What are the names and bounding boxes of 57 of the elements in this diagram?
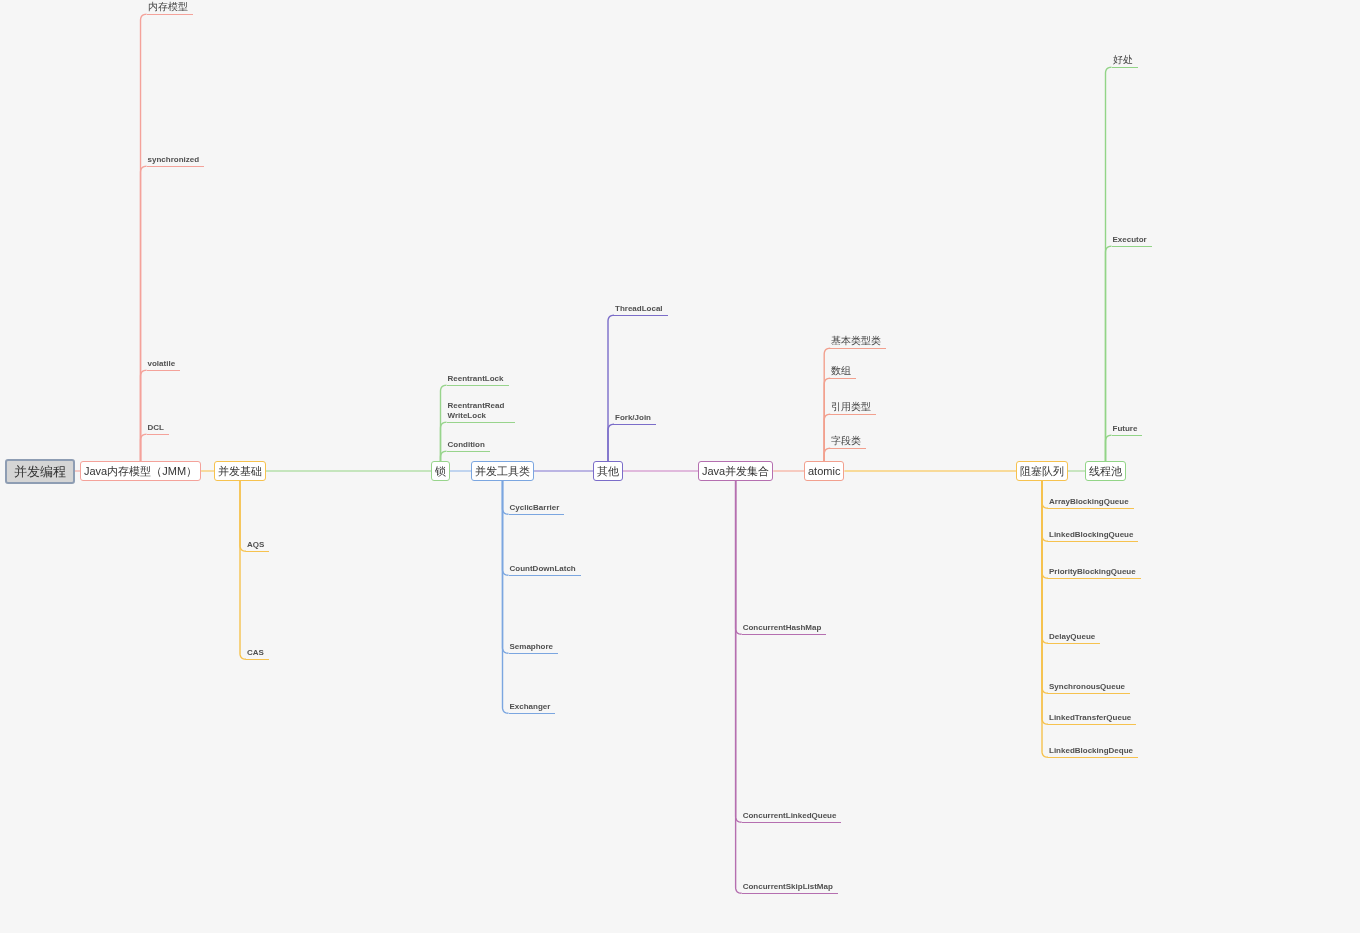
subtopic-label: ReentrantLock (446, 374, 509, 386)
branch-line (200, 470, 215, 472)
branch-line (843, 470, 1017, 472)
subtopic-label: CountDownLatch (508, 564, 581, 576)
subtopic-label: Exchanger (508, 702, 556, 714)
branch-line (1067, 470, 1086, 472)
subtopic-label: synchronized (146, 155, 205, 167)
main-topic-box: 阻塞队列 (1016, 461, 1068, 481)
subtopic-label: 数组 (830, 365, 857, 379)
branch-line (607, 423, 615, 462)
branch-line (533, 470, 594, 472)
main-topic-box: atomic (804, 461, 845, 481)
branch-line (622, 470, 699, 472)
central-topic-box: 并发编程 (5, 459, 75, 484)
branch-line (1104, 434, 1113, 462)
subtopic-label: 引用类型 (830, 401, 877, 415)
subtopic-label: LinkedTransferQueue (1048, 713, 1137, 725)
subtopic-label: CAS (246, 648, 269, 660)
subtopic-label: ConcurrentLinkedQueue (741, 811, 842, 823)
main-topic-box: Java并发集合 (698, 461, 774, 481)
subtopic-label: ConcurrentSkipListMap (741, 882, 838, 894)
subtopic-label: Condition (446, 440, 490, 452)
subtopic-label: 好处 (1111, 54, 1138, 68)
subtopic-label: Semaphore (508, 642, 559, 654)
branch-line (74, 470, 81, 472)
main-topic-box: 并发工具类 (471, 461, 534, 481)
subtopic-label: Executor (1111, 235, 1152, 247)
main-topic-box: Java内存模型（JMM） (80, 461, 202, 481)
branch-line (265, 470, 432, 472)
branch-line (449, 470, 472, 472)
subtopic-label: 基本类型类 (830, 335, 887, 349)
main-topic-box: 并发基础 (214, 461, 266, 481)
subtopic-label: ThreadLocal (614, 304, 668, 316)
subtopic-label: DCL (146, 423, 169, 435)
branch-line (239, 480, 247, 660)
branch-line (734, 480, 743, 894)
branch-line (139, 433, 148, 462)
subtopic-label: ArrayBlockingQueue (1048, 497, 1134, 509)
subtopic-label: DelayQueue (1048, 632, 1101, 644)
main-topic-box: 锁 (431, 461, 450, 481)
subtopic-label: CyclicBarrier (508, 503, 565, 515)
subtopic-label: ConcurrentHashMap (741, 623, 827, 635)
subtopic-label: volatile (146, 359, 181, 371)
main-topic-box: 其他 (593, 461, 623, 481)
subtopic-label: Future (1111, 424, 1143, 436)
subtopic-label: SynchronousQueue (1048, 682, 1130, 694)
subtopic-label: PriorityBlockingQueue (1048, 567, 1141, 579)
subtopic-label: AQS (246, 540, 270, 552)
subtopic-label: ReentrantRead WriteLock (446, 401, 515, 423)
subtopic-label: LinkedBlockingQueue (1048, 530, 1139, 542)
subtopic-label: LinkedBlockingDeque (1048, 746, 1138, 758)
main-topic-box: 线程池 (1085, 461, 1126, 481)
subtopic-label: Fork/Join (614, 413, 656, 425)
subtopic-label: 字段类 (830, 435, 867, 449)
branch-line (772, 470, 805, 472)
branch-line (501, 480, 510, 714)
subtopic-label: 内存模型 (146, 1, 193, 15)
